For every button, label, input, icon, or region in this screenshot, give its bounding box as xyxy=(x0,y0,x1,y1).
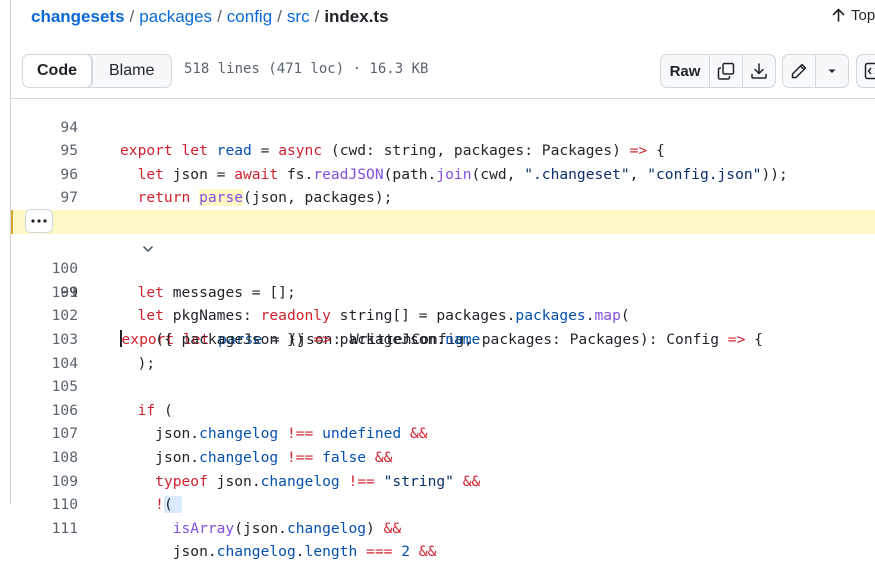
code-line: 100 let messages = []; xyxy=(11,234,875,258)
code-line: 109 !( xyxy=(11,446,875,470)
symbols-panel-button[interactable] xyxy=(856,54,875,88)
code-line: 107 json.changelog !== false && xyxy=(11,399,875,423)
line-number[interactable]: 111 xyxy=(11,517,78,541)
back-to-top-link[interactable]: Top xyxy=(832,7,875,24)
breadcrumb-packages-link[interactable]: packages xyxy=(139,7,212,26)
code-content: json.changelog.length === 2 && xyxy=(120,540,436,564)
code-line: 102 ({ packageJson }) => packageJson.nam… xyxy=(11,281,875,305)
breadcrumb-separator: / xyxy=(272,7,287,26)
breadcrumb: changesets/packages/config/src/index.ts xyxy=(31,7,389,29)
kebab-horizontal-icon xyxy=(31,219,47,223)
breadcrumb-src-link[interactable]: src xyxy=(287,7,310,26)
code-line: 95 let json = await fs.readJSON(path.joi… xyxy=(11,116,875,140)
raw-button[interactable]: Raw xyxy=(661,55,710,87)
symbols-panel-icon xyxy=(864,62,875,80)
line-options-button[interactable] xyxy=(25,209,53,233)
symbols-panel-toggle[interactable] xyxy=(857,55,875,87)
download-icon xyxy=(750,62,768,80)
edit-options-button[interactable] xyxy=(816,55,848,87)
code-line: 104 xyxy=(11,328,875,352)
highlight-marker xyxy=(11,210,13,234)
code-line: 111 json.changelog.length === 2 && xyxy=(11,493,875,517)
code-line: 106 json.changelog !== undefined && xyxy=(11,375,875,399)
code-line: 103 ); xyxy=(11,304,875,328)
download-button[interactable] xyxy=(743,55,775,87)
code-line: 108 typeof json.changelog !== "string" &… xyxy=(11,422,875,446)
edit-group xyxy=(782,54,849,88)
code-line: 101 let pkgNames: readonly string[] = pa… xyxy=(11,257,875,281)
breadcrumb-config-link[interactable]: config xyxy=(227,7,272,26)
arrow-up-icon xyxy=(832,8,845,22)
blame-tab[interactable]: Blame xyxy=(92,55,171,87)
breadcrumb-separator: / xyxy=(125,7,140,26)
pencil-icon xyxy=(790,62,808,80)
code-line: 105 if ( xyxy=(11,352,875,376)
code-line-highlighted: 99 export let parse = (json: WrittenConf… xyxy=(11,210,875,234)
code-tab[interactable]: Code xyxy=(23,55,92,87)
edit-file-button[interactable] xyxy=(783,55,816,87)
code-line: 98 xyxy=(11,186,875,210)
back-to-top-label: Top xyxy=(851,7,875,24)
raw-copy-download-group: Raw xyxy=(660,54,776,88)
code-line: 96 return parse(json, packages); xyxy=(11,139,875,163)
copy-raw-button[interactable] xyxy=(710,55,743,87)
breadcrumb-separator: / xyxy=(212,7,227,26)
file-info: 518 lines (471 loc) · 16.3 KB xyxy=(184,61,428,77)
code-blame-toggle: Code Blame xyxy=(22,54,172,88)
code-line: 94 export let read = async (cwd: string,… xyxy=(11,92,875,116)
code-content: isArray(json.changelog) && xyxy=(120,517,401,541)
copy-icon xyxy=(717,62,735,80)
code-view: 94 export let read = async (cwd: string,… xyxy=(11,92,875,517)
breadcrumb-current-file: index.ts xyxy=(324,7,388,26)
breadcrumb-separator: / xyxy=(310,7,325,26)
chevron-down-icon xyxy=(826,65,838,77)
breadcrumb-repo-link[interactable]: changesets xyxy=(31,7,125,26)
code-line: 110 isArray(json.changelog) && xyxy=(11,470,875,494)
code-line: 97 }; xyxy=(11,163,875,187)
file-toolbar: Code Blame 518 lines (471 loc) · 16.3 KB… xyxy=(11,42,875,99)
